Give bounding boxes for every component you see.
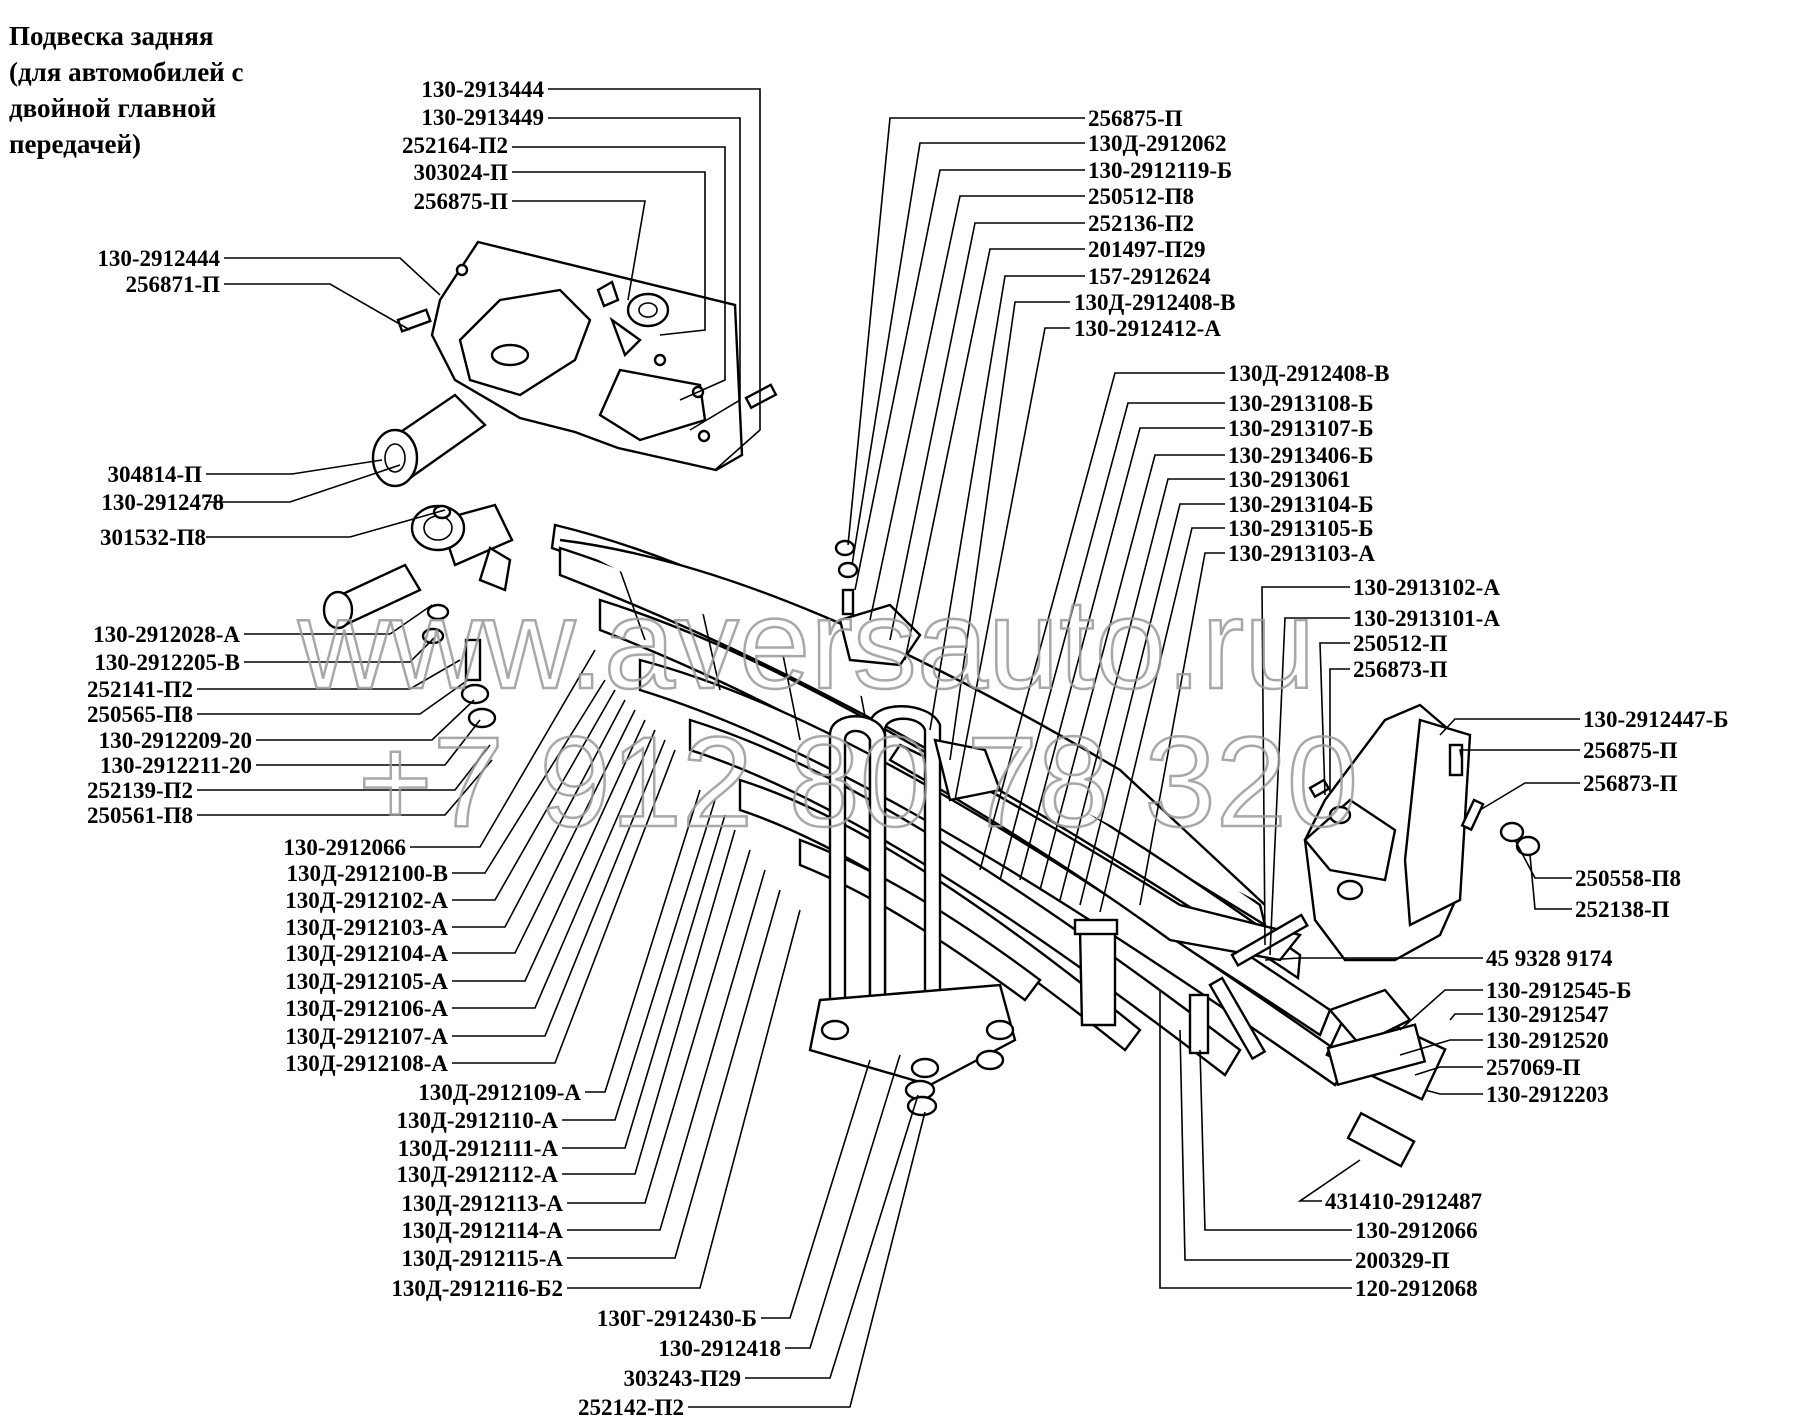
- label-R5: 130-2913061: [1228, 467, 1351, 492]
- watermark: www.aversauto.ru +7 912 80 78 320: [296, 572, 1360, 856]
- label-R15: 256873-П: [1583, 771, 1678, 796]
- label-R7: 130-2913105-Б: [1228, 516, 1374, 541]
- labels-right: 130Д-2912408-В 130-2913108-Б 130-2913107…: [1228, 361, 1729, 1301]
- label-L16: 130-2912211-20: [100, 753, 252, 778]
- label-R11: 250512-П: [1353, 631, 1448, 656]
- label-R9: 130-2913102-А: [1353, 575, 1500, 600]
- label-R23: 130-2912203: [1486, 1082, 1609, 1107]
- diagram-title: Подвеска задняя (для автомобилей с двойн…: [9, 18, 329, 162]
- leader-lines: [197, 88, 1580, 1408]
- label-R1: 130Д-2912408-В: [1228, 361, 1389, 386]
- label-L20: 130Д-2912100-В: [287, 861, 448, 886]
- label-R24: 431410-2912487: [1325, 1189, 1482, 1214]
- labels-top: 256875-П 130Д-2912062 130-2912119-Б 2505…: [1074, 106, 1235, 341]
- title-line-1: Подвеска задняя: [9, 21, 214, 51]
- label-R4: 130-2913406-Б: [1228, 443, 1374, 468]
- label-L19: 130-2912066: [283, 835, 406, 860]
- label-L26: 130Д-2912107-А: [285, 1024, 448, 1049]
- label-R2: 130-2913108-Б: [1228, 391, 1374, 416]
- label-L1: 130-2913444: [421, 77, 544, 102]
- label-L2: 130-2913449: [421, 105, 544, 130]
- label-L17: 252139-П2: [87, 778, 193, 803]
- label-L9: 130-2912478: [101, 490, 224, 515]
- label-L10: 301532-П8: [100, 525, 206, 550]
- label-L23: 130Д-2912104-А: [285, 941, 448, 966]
- label-T3: 130-2912119-Б: [1088, 158, 1232, 183]
- label-L27: 130Д-2912108-А: [285, 1051, 448, 1076]
- label-L13: 252141-П2: [87, 677, 193, 702]
- label-R22: 257069-П: [1486, 1055, 1581, 1080]
- label-R27: 120-2912068: [1355, 1276, 1478, 1301]
- label-T5: 252136-П2: [1088, 211, 1194, 236]
- label-T2: 130Д-2912062: [1088, 131, 1226, 156]
- label-R20: 130-2912547: [1486, 1002, 1609, 1027]
- label-L8: 304814-П: [107, 462, 202, 487]
- label-L28: 130Д-2912109-А: [418, 1080, 581, 1105]
- label-L32: 130Д-2912113-А: [402, 1191, 564, 1216]
- label-L15: 130-2912209-20: [99, 728, 252, 753]
- label-T8: 130Д-2912408-В: [1074, 290, 1235, 315]
- label-L38: 303243-П29: [623, 1366, 741, 1391]
- label-L21: 130Д-2912102-А: [285, 888, 448, 913]
- label-R19: 130-2912545-Б: [1486, 978, 1632, 1003]
- label-L12: 130-2912205-В: [94, 650, 240, 675]
- label-T1: 256875-П: [1088, 106, 1183, 131]
- label-L34: 130Д-2912115-А: [402, 1246, 564, 1271]
- rear-slipper-bracket: [1230, 703, 1541, 968]
- label-L18: 250561-П8: [87, 803, 193, 828]
- label-R6: 130-2913104-Б: [1228, 492, 1374, 517]
- label-T6: 201497-П29: [1088, 237, 1206, 262]
- title-line-4: передачей): [9, 129, 142, 159]
- label-R21: 130-2912520: [1486, 1028, 1609, 1053]
- label-L31: 130Д-2912112-А: [397, 1162, 559, 1187]
- label-R8: 130-2913103-А: [1228, 541, 1375, 566]
- label-L11: 130-2912028-А: [93, 622, 240, 647]
- front-spring-eye: [322, 503, 514, 729]
- label-T4: 250512-П8: [1088, 184, 1194, 209]
- label-L39: 252142-П2: [578, 1395, 684, 1420]
- u-bolt-assembly: [808, 705, 1119, 1117]
- label-L22: 130Д-2912103-А: [285, 915, 448, 940]
- label-R17: 252138-П: [1575, 897, 1670, 922]
- rear-bracket-top: [371, 240, 778, 488]
- label-L37: 130-2912418: [658, 1336, 781, 1361]
- label-L5: 256875-П: [413, 189, 508, 214]
- label-R13: 130-2912447-Б: [1583, 707, 1729, 732]
- label-L33: 130Д-2912114-А: [402, 1218, 564, 1243]
- label-L14: 250565-П8: [87, 702, 193, 727]
- label-L3: 252164-П2: [402, 133, 508, 158]
- label-R3: 130-2913107-Б: [1228, 416, 1374, 441]
- label-L6: 130-2912444: [97, 246, 220, 271]
- label-R14: 256875-П: [1583, 738, 1678, 763]
- label-L35: 130Д-2912116-Б2: [391, 1276, 563, 1301]
- title-line-2: (для автомобилей с: [9, 57, 244, 87]
- label-R10: 130-2913101-А: [1353, 606, 1500, 631]
- label-T7: 157-2912624: [1088, 264, 1211, 289]
- label-L25: 130Д-2912106-А: [285, 996, 448, 1021]
- title-line-3: двойной главной: [9, 93, 217, 123]
- label-R25: 130-2912066: [1355, 1218, 1478, 1243]
- label-L30: 130Д-2912111-А: [398, 1136, 559, 1161]
- label-L36: 130Г-2912430-Б: [597, 1306, 757, 1331]
- watermark-phone: +7 912 80 78 320: [358, 711, 1358, 854]
- label-L29: 130Д-2912110-А: [397, 1108, 559, 1133]
- watermark-site: www.aversauto.ru: [297, 573, 1315, 716]
- label-T9: 130-2912412-А: [1074, 316, 1221, 341]
- label-R26: 200329-П: [1355, 1248, 1450, 1273]
- label-L7: 256871-П: [125, 272, 220, 297]
- label-R16: 250558-П8: [1575, 866, 1681, 891]
- label-R12: 256873-П: [1353, 657, 1448, 682]
- label-L24: 130Д-2912105-А: [285, 969, 448, 994]
- label-L4: 303024-П: [413, 160, 508, 185]
- label-R18: 45 9328 9174: [1486, 946, 1613, 971]
- labels-left: 130-2913444 130-2913449 252164-П2 303024…: [87, 77, 781, 1420]
